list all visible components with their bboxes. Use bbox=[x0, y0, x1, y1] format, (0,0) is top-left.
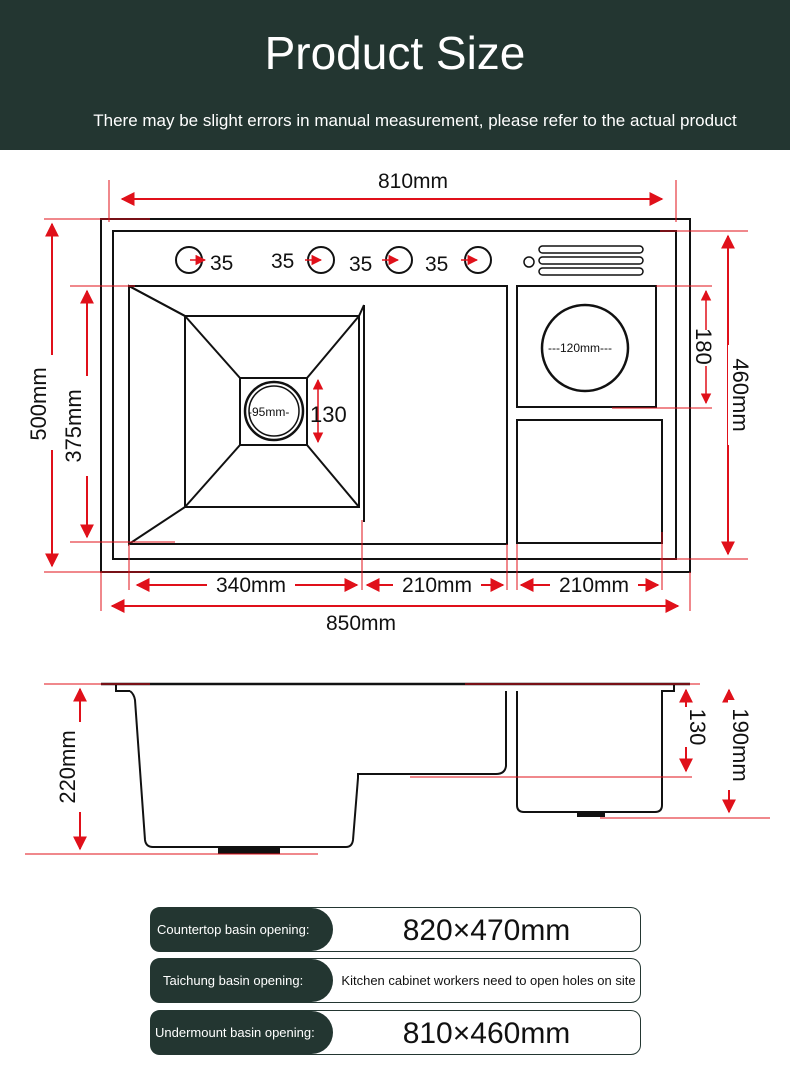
cup-height-label: 180 bbox=[691, 328, 716, 365]
spec-label: Countertop basin opening: bbox=[151, 908, 333, 951]
main-basin-profile bbox=[129, 690, 507, 848]
sink-outer-rim bbox=[100, 218, 691, 573]
side-left-label: 220mm bbox=[55, 730, 80, 803]
hole-label-3: 35 bbox=[349, 253, 372, 276]
spec-value: Kitchen cabinet workers need to open hol… bbox=[341, 973, 636, 988]
drain-inner bbox=[248, 385, 300, 437]
height-right-label: 460mm bbox=[728, 358, 753, 431]
drain-depth-label: 130 bbox=[310, 402, 347, 427]
sink-inner-rim bbox=[112, 230, 677, 560]
cup-washer bbox=[516, 285, 657, 408]
side-outer-label: 190mm bbox=[728, 708, 753, 781]
hole-label-2: 35 bbox=[271, 250, 294, 273]
header-banner: Product Size There may be slight errors … bbox=[0, 0, 790, 150]
width-bottom-label: 850mm bbox=[326, 612, 396, 635]
knife-slot bbox=[523, 245, 644, 276]
side-view: 220mm 130 190mm bbox=[25, 682, 770, 855]
hole-label-4: 35 bbox=[425, 253, 448, 276]
spec-row-taichung: Taichung basin opening: Kitchen cabinet … bbox=[150, 958, 641, 1003]
seg-2-label: 210mm bbox=[402, 574, 472, 597]
height-inner-label: 375mm bbox=[61, 389, 86, 462]
right-basin-profile bbox=[516, 691, 663, 813]
page-title: Product Size bbox=[264, 27, 526, 79]
spec-label: Undermount basin opening: bbox=[151, 1011, 333, 1054]
drain-diameter-label: -95mm- bbox=[248, 405, 289, 419]
drying-box bbox=[516, 419, 663, 544]
side-inner-label: 130 bbox=[685, 709, 710, 746]
main-drain bbox=[218, 846, 280, 854]
seg-3-label: 210mm bbox=[559, 574, 629, 597]
hole-label-1: 35 bbox=[210, 252, 233, 275]
top-view: 35 35 35 35 bbox=[26, 170, 754, 635]
page-subtitle: There may be slight errors in manual mea… bbox=[93, 111, 737, 130]
right-drain bbox=[577, 811, 605, 817]
spec-value: 820×470mm bbox=[402, 914, 571, 947]
spec-row-undermount: Undermount basin opening: 810×460mm bbox=[150, 1010, 641, 1055]
seg-1-label: 340mm bbox=[216, 574, 286, 597]
cup-diameter-label: ---120mm--- bbox=[548, 341, 612, 355]
spec-value: 810×460mm bbox=[402, 1017, 571, 1050]
spec-row-countertop: Countertop basin opening: 820×470mm bbox=[150, 907, 641, 952]
spec-label: Taichung basin opening: bbox=[151, 959, 333, 1002]
main-basin bbox=[128, 284, 508, 546]
drain-outer bbox=[243, 380, 305, 442]
width-top-label: 810mm bbox=[378, 170, 448, 193]
height-outer-label: 500mm bbox=[26, 367, 51, 440]
